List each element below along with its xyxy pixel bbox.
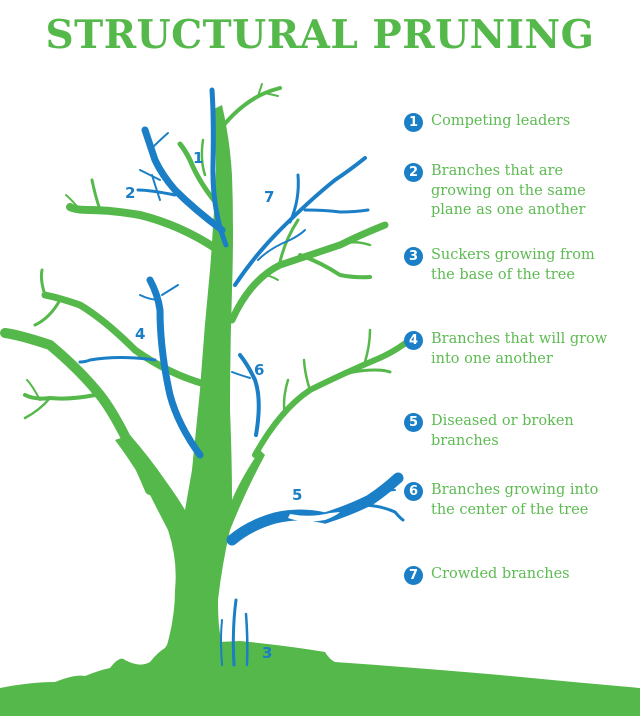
legend-item-3: 3 Suckers growing from the base of the t…: [404, 246, 611, 285]
legend-item-7: 7 Crowded branches: [404, 565, 611, 585]
number-badge-6: 6: [404, 482, 423, 501]
legend-item-4: 4 Branches that will grow into one anoth…: [404, 330, 611, 369]
number-badge-5: 5: [404, 413, 423, 432]
legend-label-1: Competing leaders: [431, 113, 571, 129]
legend-item-6: 6 Branches growing into the center of th…: [404, 481, 611, 520]
tree-marker-6: 6: [254, 361, 265, 379]
tree-marker-7: 7: [264, 188, 275, 206]
number-badge-1: 1: [404, 113, 423, 132]
number-badge-3: 3: [404, 247, 423, 266]
tree-marker-4: 4: [135, 325, 146, 343]
page-title: STRUCTURAL PRUNING: [45, 12, 595, 58]
ground: [0, 640, 640, 716]
legend-label-3: Suckers growing from the base of the tre…: [431, 247, 595, 283]
legend-label-5: Diseased or broken branches: [431, 413, 574, 449]
number-badge-7: 7: [404, 566, 423, 585]
tree-marker-3: 3: [262, 644, 273, 662]
number-badge-2: 2: [404, 163, 423, 182]
legend-item-1: 1 Competing leaders: [404, 112, 611, 132]
legend-item-2: 2 Branches that are growing on the same …: [404, 162, 611, 221]
number-badge-4: 4: [404, 331, 423, 350]
legend-item-5: 5 Diseased or broken branches: [404, 412, 611, 451]
tree-marker-2: 2: [125, 184, 136, 202]
legend-label-7: Crowded branches: [431, 566, 570, 582]
legend-label-2: Branches that are growing on the same pl…: [431, 163, 586, 218]
tree-marker-1: 1: [193, 149, 204, 167]
legend-label-6: Branches growing into the center of the …: [431, 482, 599, 518]
trunk: [115, 105, 265, 652]
tree-marker-5: 5: [292, 486, 303, 504]
legend-label-4: Branches that will grow into one another: [431, 331, 608, 367]
